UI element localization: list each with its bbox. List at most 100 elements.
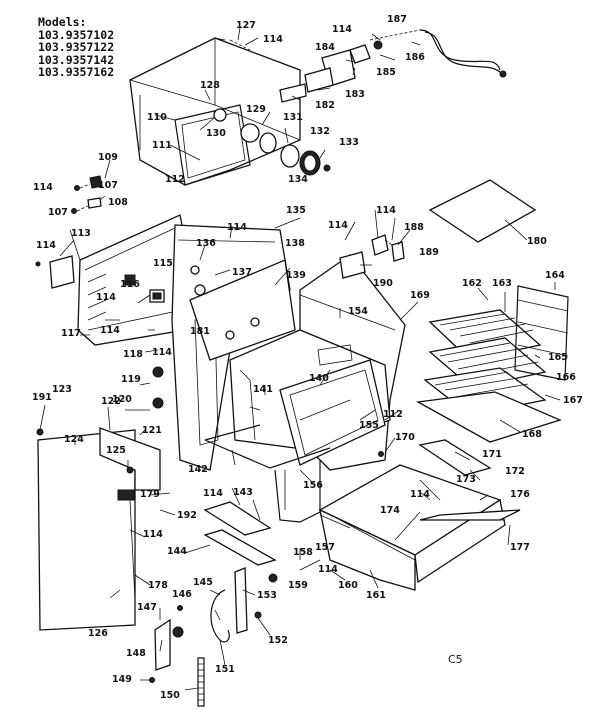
part-label: 182	[315, 100, 335, 111]
part-label: 172	[505, 466, 525, 477]
part-label: 114	[33, 182, 53, 193]
oven-racks	[415, 285, 569, 443]
models-block: Models: 103.9357102 103.9357122 103.9357…	[38, 16, 114, 79]
part-label: 155	[359, 420, 379, 431]
part-label: 114	[410, 489, 430, 500]
part-label: 126	[88, 628, 108, 639]
part-label: 187	[387, 14, 407, 25]
thermostat-assembly	[279, 29, 507, 103]
part-label: 181	[190, 326, 210, 337]
part-label: 107	[98, 180, 118, 191]
part-label: 191	[32, 392, 52, 403]
part-label: 146	[172, 589, 192, 600]
oven-door	[36, 427, 161, 631]
part-labels: 107 107 108 109 110 111 112 112 113 114 …	[32, 14, 583, 701]
part-label: 185	[376, 67, 396, 78]
part-label: 114	[328, 220, 348, 231]
part-label: 170	[395, 432, 415, 443]
part-label: 135	[286, 205, 306, 216]
part-label: 158	[293, 547, 313, 558]
part-label: 124	[64, 434, 84, 445]
part-label: 114	[332, 24, 352, 35]
top-cover	[428, 179, 537, 243]
part-label: 168	[522, 429, 542, 440]
part-label: 153	[257, 590, 277, 601]
model-number: 103.9357162	[38, 65, 115, 79]
model-number: 103.9357122	[38, 40, 115, 54]
part-label: 127	[236, 20, 256, 31]
part-label: 152	[268, 635, 288, 646]
part-label: 190	[373, 278, 393, 289]
part-label: 114	[36, 240, 56, 251]
part-label: 141	[253, 384, 273, 395]
part-label: 114	[152, 347, 172, 358]
part-label: 160	[338, 580, 358, 591]
part-label: 125	[106, 445, 126, 456]
oven-cavity	[229, 329, 391, 466]
part-label: 116	[120, 279, 140, 290]
part-label: 186	[405, 52, 425, 63]
part-label: 167	[563, 395, 583, 406]
part-label: 138	[285, 238, 305, 249]
part-label: 163	[492, 278, 512, 289]
part-label: 142	[188, 464, 208, 475]
leader-lines	[39, 27, 561, 691]
part-label: 177	[510, 542, 530, 553]
part-label: 134	[288, 174, 308, 185]
part-label: 143	[233, 487, 253, 498]
part-label: 151	[215, 664, 235, 675]
part-label: 137	[232, 267, 252, 278]
part-label: 145	[193, 577, 213, 588]
part-label: 179	[140, 489, 160, 500]
part-label: 173	[456, 474, 476, 485]
part-label: 114	[318, 564, 338, 575]
door-hinges	[149, 567, 262, 707]
small-parts-left	[35, 175, 103, 289]
storage-drawer	[203, 439, 521, 591]
part-label: 108	[108, 197, 128, 208]
part-label: 121	[142, 425, 162, 436]
part-label: 115	[153, 258, 173, 269]
part-label: 184	[315, 42, 335, 53]
part-label: 129	[246, 104, 266, 115]
base-frame	[204, 424, 331, 523]
part-label: 120	[112, 394, 132, 405]
part-label: 107	[48, 207, 68, 218]
part-label: 131	[283, 112, 303, 123]
part-label: 114	[227, 222, 247, 233]
part-label: 109	[98, 152, 118, 163]
part-label: 183	[345, 89, 365, 100]
part-label: 130	[206, 128, 226, 139]
part-label: 161	[366, 590, 386, 601]
part-label: 148	[126, 648, 146, 659]
part-label: 147	[137, 602, 157, 613]
part-label: 114	[96, 292, 116, 303]
part-label: 166	[556, 372, 576, 383]
part-label: 114	[100, 325, 120, 336]
part-label: 112	[165, 174, 185, 185]
part-label: 119	[121, 374, 141, 385]
part-label: 178	[148, 580, 168, 591]
part-label: 149	[112, 674, 132, 685]
part-label: 132	[310, 126, 330, 137]
part-label: 164	[545, 270, 565, 281]
oven-top-liner	[129, 37, 331, 186]
part-label: 176	[510, 489, 530, 500]
part-label: 169	[410, 290, 430, 301]
part-label: 110	[147, 112, 167, 123]
part-label: 171	[482, 449, 502, 460]
part-label: 144	[167, 546, 187, 557]
model-number: 103.9357142	[38, 52, 115, 67]
part-label: 122	[101, 396, 121, 407]
part-label: 114	[203, 488, 223, 499]
part-label: 159	[288, 580, 308, 591]
side-panel	[189, 259, 296, 361]
part-label: 156	[303, 480, 323, 491]
part-label: 189	[419, 247, 439, 258]
part-label: 165	[548, 352, 568, 363]
part-label: 128	[200, 80, 220, 91]
part-label: 114	[143, 529, 163, 540]
model-number: 103.9357102	[38, 27, 115, 42]
